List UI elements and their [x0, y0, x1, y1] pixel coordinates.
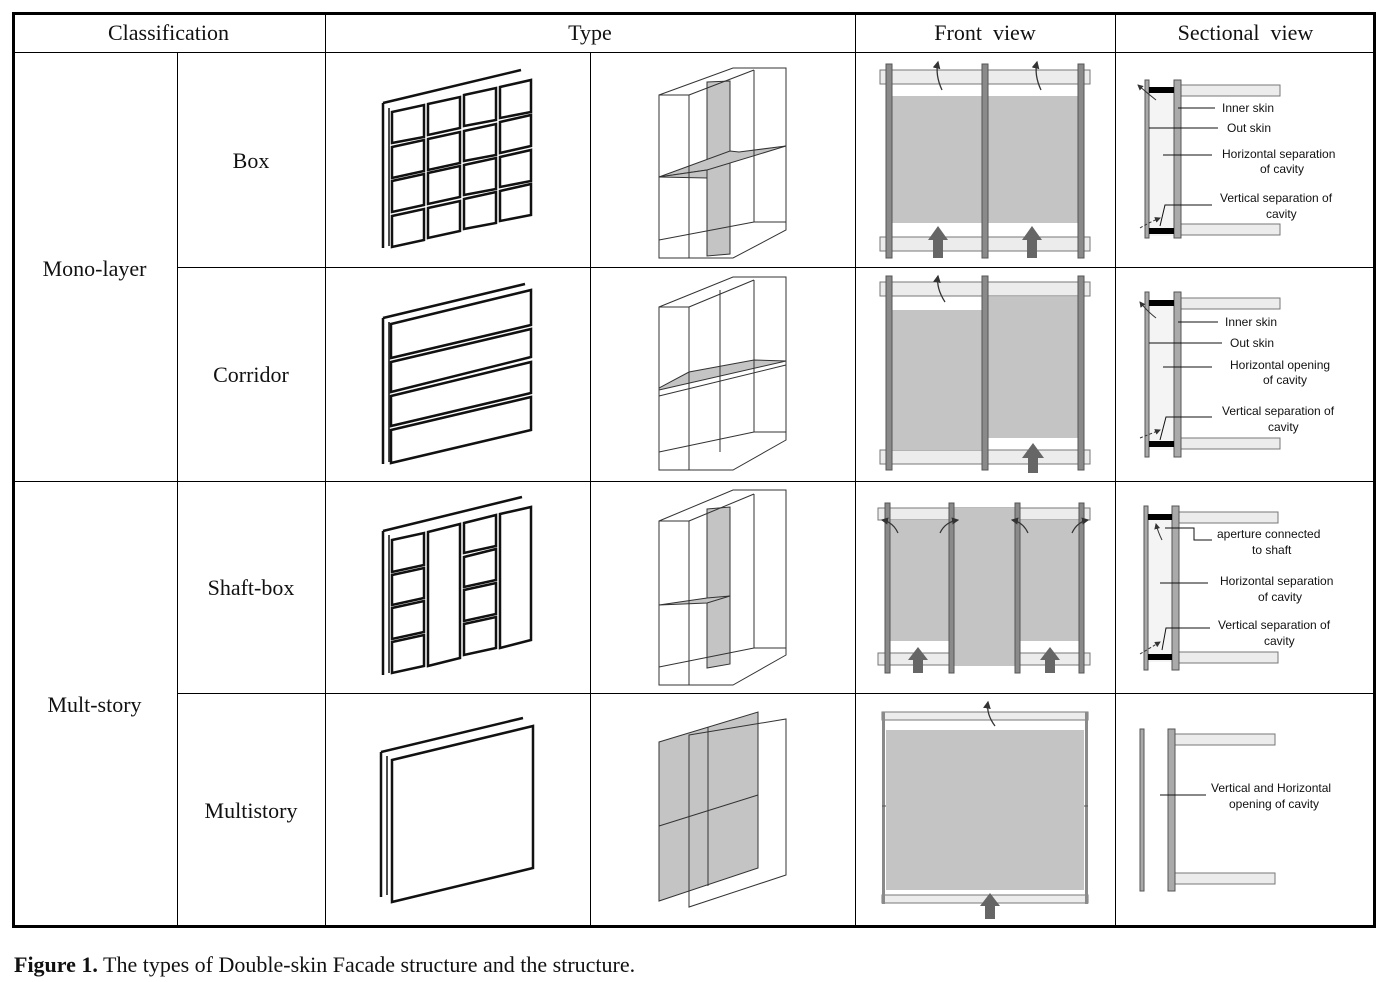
- box-callout-6: cavity: [1266, 207, 1297, 221]
- header-classification: Classification: [108, 20, 229, 45]
- row-label-shaft-box: Shaft-box: [207, 575, 295, 600]
- multistory-iso-facade: [379, 716, 535, 904]
- corridor-callout-4: of cavity: [1263, 373, 1307, 387]
- group-label-mult-story: Mult-story: [47, 692, 142, 717]
- shaft-box-callout-1: aperture connected: [1217, 527, 1320, 541]
- header-divider: [12, 52, 1376, 53]
- facade-table: [12, 12, 1376, 928]
- shaft-box-callout-2: to shaft: [1252, 543, 1292, 557]
- corridor-callout-5: Vertical separation of: [1222, 404, 1335, 418]
- multistory-sectional-view: Vertical and Horizontal opening of cavit…: [1139, 728, 1331, 892]
- shaft-box-iso-facade: [381, 495, 533, 675]
- corridor-iso-facade: [381, 282, 533, 465]
- box-callout-1: Inner skin: [1222, 101, 1274, 115]
- shaft-box-iso-cavity: [658, 489, 787, 686]
- header-front-view: Front view: [934, 20, 1036, 45]
- row-label-multistory: Multistory: [204, 798, 298, 823]
- corridor-sectional-view: Inner skin Out skin Horizontal opening o…: [1139, 291, 1335, 458]
- col-divider-type-split: [590, 52, 591, 928]
- box-iso-facade: [381, 68, 533, 249]
- box-callout-2: Out skin: [1227, 121, 1271, 135]
- caption-text: The types of Double-skin Facade structur…: [103, 952, 636, 977]
- row-divider-1: [177, 267, 1376, 268]
- multistory-callout-2: opening of cavity: [1229, 797, 1319, 811]
- corridor-callout-2: Out skin: [1230, 336, 1274, 350]
- row-label-box: Box: [232, 148, 270, 173]
- multistory-callout-1: Vertical and Horizontal: [1211, 781, 1331, 795]
- box-callout-5: Vertical separation of: [1220, 191, 1333, 205]
- shaft-box-callout-5: Vertical separation of: [1218, 618, 1331, 632]
- corridor-callout-6: cavity: [1268, 420, 1299, 434]
- box-iso-cavity: [658, 67, 787, 259]
- corridor-front-view: [879, 274, 1091, 473]
- corridor-iso-cavity: [658, 276, 787, 471]
- group-divider: [12, 481, 1376, 482]
- caption-label: Figure 1.: [14, 952, 98, 977]
- box-callout-3: Horizontal separation: [1222, 147, 1335, 161]
- col-divider-section: [1115, 12, 1116, 928]
- header-type: Type: [568, 20, 612, 45]
- corridor-callout-1: Inner skin: [1225, 315, 1277, 329]
- corridor-callout-3: Horizontal opening: [1230, 358, 1330, 372]
- shaft-box-sectional-view: aperture connected to shaft Horizontal s…: [1139, 505, 1333, 671]
- figure-caption: Figure 1. The types of Double-skin Facad…: [14, 952, 635, 978]
- row-divider-3: [177, 693, 1376, 694]
- box-sectional-view: Inner skin Out skin Horizontal separatio…: [1137, 79, 1335, 239]
- header-sectional-view: Sectional view: [1177, 20, 1314, 45]
- shaft-box-callout-4: of cavity: [1258, 590, 1302, 604]
- col-divider-front: [855, 12, 856, 928]
- multistory-front-view: [881, 700, 1089, 919]
- row-label-corridor: Corridor: [213, 362, 289, 387]
- box-front-view: [879, 60, 1091, 259]
- group-label-mono-layer: Mono-layer: [42, 256, 147, 281]
- col-divider-type: [325, 12, 326, 928]
- shaft-box-callout-6: cavity: [1264, 634, 1295, 648]
- multistory-iso-cavity: [658, 711, 787, 908]
- box-callout-4: of cavity: [1260, 162, 1304, 176]
- shaft-box-callout-3: Horizontal separation: [1220, 574, 1333, 588]
- col-divider-sub: [177, 52, 178, 928]
- shaft-box-front-view: [877, 502, 1091, 674]
